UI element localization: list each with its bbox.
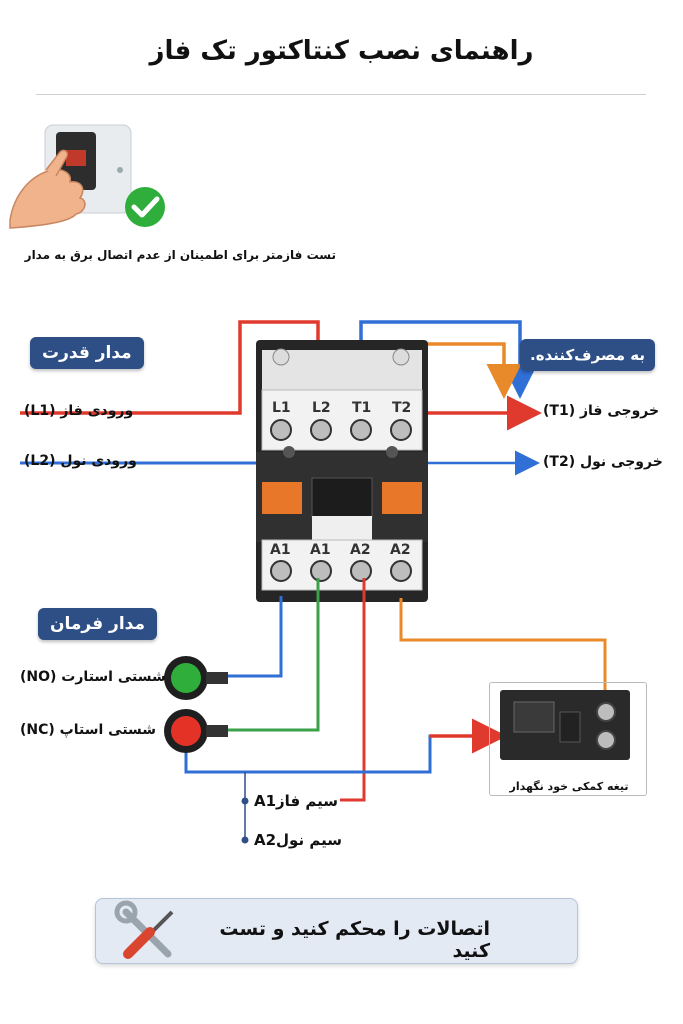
- terminal-label: A2: [350, 542, 371, 558]
- bottom-banner: [95, 898, 578, 964]
- check-icon: [125, 187, 165, 227]
- input-phase-wire: [20, 320, 320, 415]
- start-button-wire: [228, 596, 283, 678]
- terminal-label: A2: [390, 542, 411, 558]
- aux-contact-block: [500, 690, 630, 760]
- power-circuit-pill: مدار قدرت: [30, 337, 144, 369]
- terminal-label: L2: [312, 400, 331, 416]
- aux-orange-wire: [399, 598, 607, 700]
- title-divider: [36, 94, 646, 95]
- consumer-pill: به مصرف‌کننده.: [520, 339, 655, 371]
- output-neutral-label: خروجی نول (T2): [543, 454, 663, 470]
- stop-button-wire: [228, 578, 320, 732]
- aux-contact-frame: [489, 682, 647, 796]
- aux-contact-caption: تیغه کمکی خود نگهدار: [509, 780, 629, 793]
- terminal-label: A1: [270, 542, 291, 558]
- self-hold-neutral-wire: [184, 734, 493, 774]
- input-phase-label: ورودی فاز (L1): [24, 403, 134, 419]
- contactor: [256, 340, 428, 602]
- neutral-a2-wire-label: سیم نولA2: [254, 831, 342, 849]
- output-phase-label: خروجی فاز (T1): [543, 403, 660, 419]
- bottom-banner-text: اتصالات را محکم کنید و تست کنید: [219, 918, 490, 962]
- terminal-label: T2: [392, 400, 412, 416]
- start-button[interactable]: [164, 656, 228, 700]
- tester-caption: تست فازمتر برای اطمینان از عدم اتصال برق…: [24, 248, 336, 262]
- phase-tester-illustration: [9, 124, 165, 229]
- phase-a1-wire-label: سیم فازA1: [254, 792, 338, 810]
- page-title: راهنمای نصب کنتاکتور تک فاز: [149, 36, 534, 66]
- control-circuit-pill: مدار فرمان: [38, 608, 158, 640]
- terminal-label: L1: [272, 400, 291, 416]
- hand-icon: [9, 149, 86, 229]
- tools-icon: [114, 900, 174, 959]
- stop-button[interactable]: [164, 709, 228, 753]
- terminal-label: T1: [352, 400, 372, 416]
- input-neutral-label: ورودی نول (L2): [24, 453, 137, 469]
- a2-phase-wire: [340, 578, 366, 802]
- terminal-label: A1: [310, 542, 331, 558]
- stop-button-label: شستی استاپ (NC): [20, 722, 157, 738]
- start-button-label: شستی استارت (NO): [20, 669, 166, 685]
